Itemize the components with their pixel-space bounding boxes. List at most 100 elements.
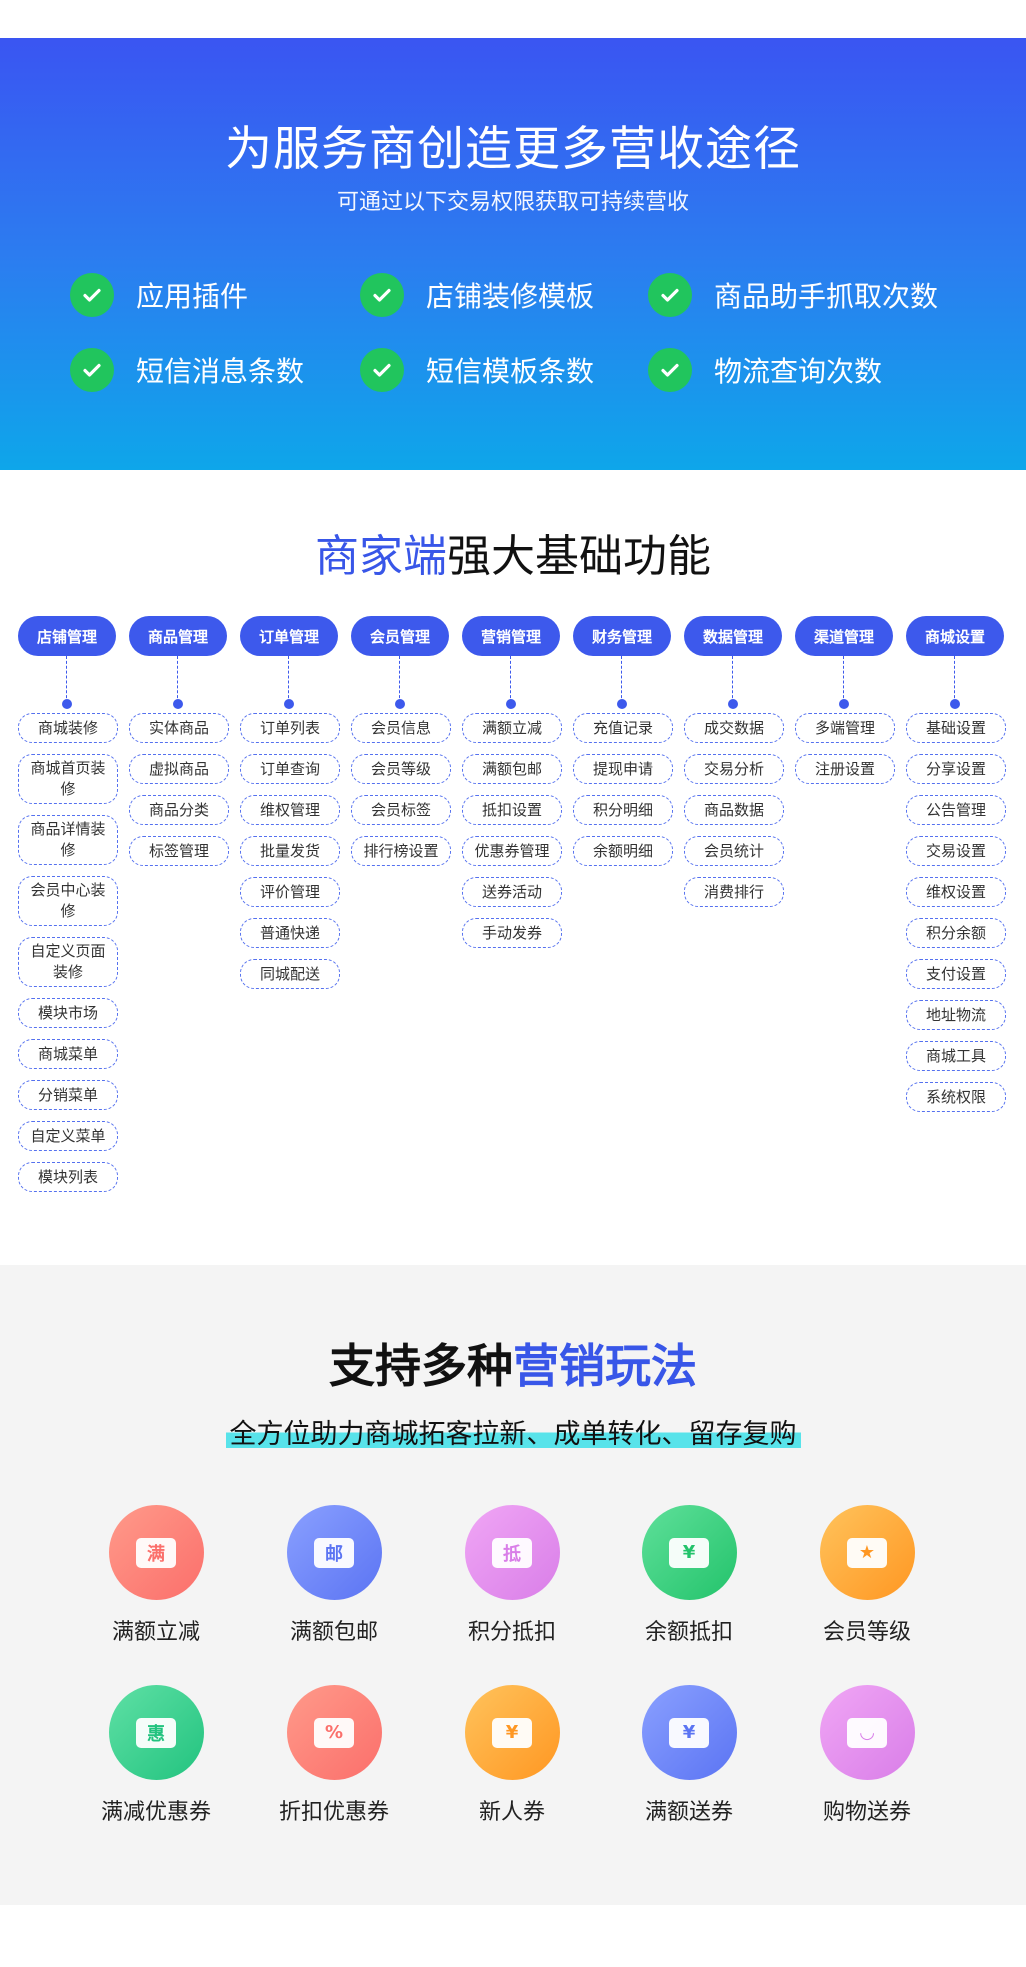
function-chip[interactable]: 提现申请 xyxy=(573,754,673,784)
function-chip[interactable]: 自定义菜单 xyxy=(18,1121,118,1151)
connector-line xyxy=(954,656,955,703)
function-chip[interactable]: 会员标签 xyxy=(351,795,451,825)
function-chip[interactable]: 消费排行 xyxy=(684,877,784,907)
function-chip[interactable]: 普通快递 xyxy=(240,918,340,948)
column-header[interactable]: 渠道管理 xyxy=(795,616,893,656)
function-chip[interactable]: 成交数据 xyxy=(684,713,784,743)
tool-label: 新人券 xyxy=(478,1800,545,1825)
column-header[interactable]: 财务管理 xyxy=(573,616,671,656)
function-chip[interactable]: 商城首页装修 xyxy=(18,754,118,804)
marketing-tool[interactable]: %折扣优惠券 xyxy=(259,1685,409,1826)
check-icon xyxy=(360,273,404,317)
function-chip[interactable]: 同城配送 xyxy=(240,959,340,989)
tool-icon-circle: % xyxy=(286,1685,382,1780)
function-chip[interactable]: 地址物流 xyxy=(906,1000,1006,1030)
column-header[interactable]: 会员管理 xyxy=(351,616,449,656)
connector-dot xyxy=(62,699,72,709)
function-chip[interactable]: 基础设置 xyxy=(906,713,1006,743)
function-chip[interactable]: 商品分类 xyxy=(129,795,229,825)
function-chip[interactable]: 排行榜设置 xyxy=(351,836,451,866)
function-chip[interactable]: 积分余额 xyxy=(906,918,1006,948)
marketing-tool[interactable]: ★会员等级 xyxy=(792,1505,942,1646)
function-chip[interactable]: 抵扣设置 xyxy=(462,795,562,825)
function-chip[interactable]: 充值记录 xyxy=(573,713,673,743)
function-chip[interactable]: 会员中心装修 xyxy=(18,876,118,926)
column-item-list: 会员信息会员等级会员标签排行榜设置 xyxy=(351,713,451,877)
functions-title-rest: 强大基础功能 xyxy=(447,531,711,582)
function-chip[interactable]: 交易分析 xyxy=(684,754,784,784)
connector-dot xyxy=(950,699,960,709)
marketing-tool[interactable]: ◡购物送券 xyxy=(792,1685,942,1826)
function-chip[interactable]: 多端管理 xyxy=(795,713,895,743)
column-header[interactable]: 数据管理 xyxy=(684,616,782,656)
marketing-tool[interactable]: 惠满减优惠券 xyxy=(81,1685,231,1826)
column-header[interactable]: 商品管理 xyxy=(129,616,227,656)
function-chip[interactable]: 商城菜单 xyxy=(18,1039,118,1069)
function-chip[interactable]: 标签管理 xyxy=(129,836,229,866)
marketing-tool[interactable]: 抵积分抵扣 xyxy=(437,1505,587,1646)
check-icon xyxy=(70,348,114,392)
function-chip[interactable]: 余额明细 xyxy=(573,836,673,866)
function-chip[interactable]: 维权管理 xyxy=(240,795,340,825)
function-chip[interactable]: 商品详情装修 xyxy=(18,815,118,865)
function-chip[interactable]: 订单查询 xyxy=(240,754,340,784)
permission-label: 短信消息条数 xyxy=(136,355,305,388)
marketing-section: 支持多种营销玩法 全方位助力商城拓客拉新、成单转化、留存复购 满满额立减邮满额包… xyxy=(0,1265,1026,1905)
permission-label: 商品助手抓取次数 xyxy=(714,280,939,313)
connector-dot xyxy=(506,699,516,709)
function-chip[interactable]: 支付设置 xyxy=(906,959,1006,989)
function-chip[interactable]: 实体商品 xyxy=(129,713,229,743)
permission-label: 短信模板条数 xyxy=(426,355,595,388)
function-chip[interactable]: 交易设置 xyxy=(906,836,1006,866)
function-chip[interactable]: 满额立减 xyxy=(462,713,562,743)
column-header[interactable]: 订单管理 xyxy=(240,616,338,656)
permission-item: 短信模板条数 xyxy=(360,346,594,394)
marketing-tool[interactable]: ¥余额抵扣 xyxy=(614,1505,764,1646)
marketing-tool[interactable]: ¥满额送券 xyxy=(614,1685,764,1826)
tool-label: 会员等级 xyxy=(822,1620,911,1645)
tool-label: 满减优惠券 xyxy=(100,1800,211,1825)
function-chip[interactable]: 商城装修 xyxy=(18,713,118,743)
function-chip[interactable]: 商品数据 xyxy=(684,795,784,825)
function-chip[interactable]: 满额包邮 xyxy=(462,754,562,784)
function-chip[interactable]: 手动发券 xyxy=(462,918,562,948)
column-item-list: 成交数据交易分析商品数据会员统计消费排行 xyxy=(684,713,784,918)
function-chip[interactable]: 系统权限 xyxy=(906,1082,1006,1112)
connector-line xyxy=(66,656,67,703)
connector-dot xyxy=(284,699,294,709)
function-chip[interactable]: 优惠券管理 xyxy=(462,836,562,866)
permission-list: 应用插件 店铺装修模板 商品助手抓取次数 短信消息条数 短信模板条数 物流查询次… xyxy=(70,271,970,421)
permission-label: 店铺装修模板 xyxy=(426,280,595,313)
function-chip[interactable]: 会员等级 xyxy=(351,754,451,784)
tool-icon-circle: ¥ xyxy=(641,1685,737,1780)
function-chip[interactable]: 评价管理 xyxy=(240,877,340,907)
function-chip[interactable]: 自定义页面装修 xyxy=(18,937,118,987)
function-chip[interactable]: 注册设置 xyxy=(795,754,895,784)
function-chip[interactable]: 维权设置 xyxy=(906,877,1006,907)
connector-dot xyxy=(617,699,627,709)
marketing-tool[interactable]: ¥新人券 xyxy=(437,1685,587,1826)
function-columns: 店铺管理商城装修商城首页装修商品详情装修会员中心装修自定义页面装修模块市场商城菜… xyxy=(18,616,1008,1216)
function-chip[interactable]: 会员统计 xyxy=(684,836,784,866)
function-chip[interactable]: 分销菜单 xyxy=(18,1080,118,1110)
function-chip[interactable]: 分享设置 xyxy=(906,754,1006,784)
column-header[interactable]: 店铺管理 xyxy=(18,616,116,656)
function-chip[interactable]: 会员信息 xyxy=(351,713,451,743)
column-header[interactable]: 商城设置 xyxy=(906,616,1004,656)
function-chip[interactable]: 订单列表 xyxy=(240,713,340,743)
function-chip[interactable]: 公告管理 xyxy=(906,795,1006,825)
function-chip[interactable]: 批量发货 xyxy=(240,836,340,866)
column-header[interactable]: 营销管理 xyxy=(462,616,560,656)
function-chip[interactable]: 送券活动 xyxy=(462,877,562,907)
function-chip[interactable]: 模块市场 xyxy=(18,998,118,1028)
function-chip[interactable]: 商城工具 xyxy=(906,1041,1006,1071)
function-chip[interactable]: 模块列表 xyxy=(18,1162,118,1192)
connector-dot xyxy=(839,699,849,709)
function-chip[interactable]: 虚拟商品 xyxy=(129,754,229,784)
marketing-tool[interactable]: 邮满额包邮 xyxy=(259,1505,409,1646)
tool-icon-circle: 抵 xyxy=(464,1505,560,1600)
marketing-tool[interactable]: 满满额立减 xyxy=(81,1505,231,1646)
function-chip[interactable]: 积分明细 xyxy=(573,795,673,825)
functions-title: 商家端强大基础功能 xyxy=(0,520,1026,584)
connector-dot xyxy=(728,699,738,709)
